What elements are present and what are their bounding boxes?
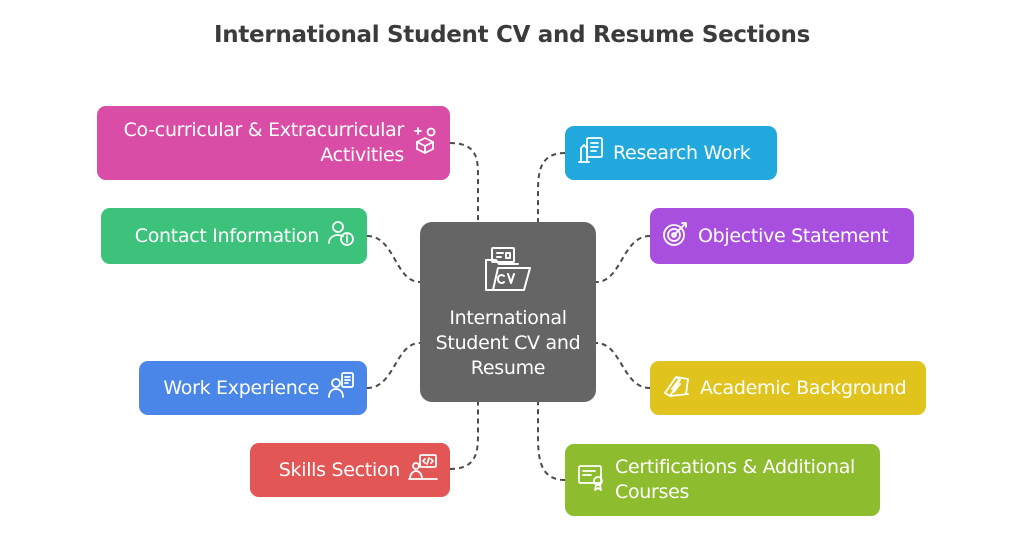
connector-certifications [537, 402, 566, 481]
section-certifications: Certifications & Additional Courses [565, 444, 880, 516]
section-contact-label: Contact Information [134, 224, 320, 247]
section-research: Research Work [565, 126, 777, 180]
connector-academic [595, 342, 651, 389]
connector-work [366, 342, 421, 389]
contact-info-icon [327, 219, 355, 254]
section-cocurricular-label: Co-curricular & Extracurricular Activiti… [123, 119, 405, 166]
activities-icon [412, 126, 438, 161]
connector-objective [595, 235, 651, 283]
section-cocurricular: Co-curricular & Extracurricular Activiti… [97, 106, 450, 180]
section-objective-label: Objective Statement [698, 224, 889, 247]
section-objective: Objective Statement [650, 208, 914, 264]
section-skills-label: Skills Section [278, 458, 401, 481]
section-contact: Contact Information [101, 208, 367, 264]
books-icon [662, 371, 692, 406]
section-academic: Academic Background [650, 361, 926, 415]
cv-folder-icon [480, 244, 536, 301]
section-work-label: Work Experience [163, 376, 319, 399]
connector-research [537, 152, 566, 222]
certificate-icon [577, 462, 607, 499]
section-work: Work Experience [139, 361, 367, 415]
connector-skills [449, 402, 479, 470]
section-research-label: Research Work [613, 141, 751, 164]
target-icon [662, 219, 690, 254]
research-document-icon [577, 136, 605, 171]
diagram-title: International Student CV and Resume Sect… [214, 22, 810, 48]
section-academic-label: Academic Background [700, 376, 907, 399]
work-experience-icon [327, 371, 355, 406]
center-hub: International Student CV and Resume [420, 222, 596, 402]
connector-contact [366, 235, 421, 283]
center-hub-label: International Student CV and Resume [435, 307, 581, 379]
section-certifications-label: Certifications & Additional Courses [615, 456, 856, 503]
section-skills: Skills Section [250, 443, 450, 497]
connector-cocurricular [449, 142, 479, 222]
skills-code-icon [408, 453, 438, 488]
